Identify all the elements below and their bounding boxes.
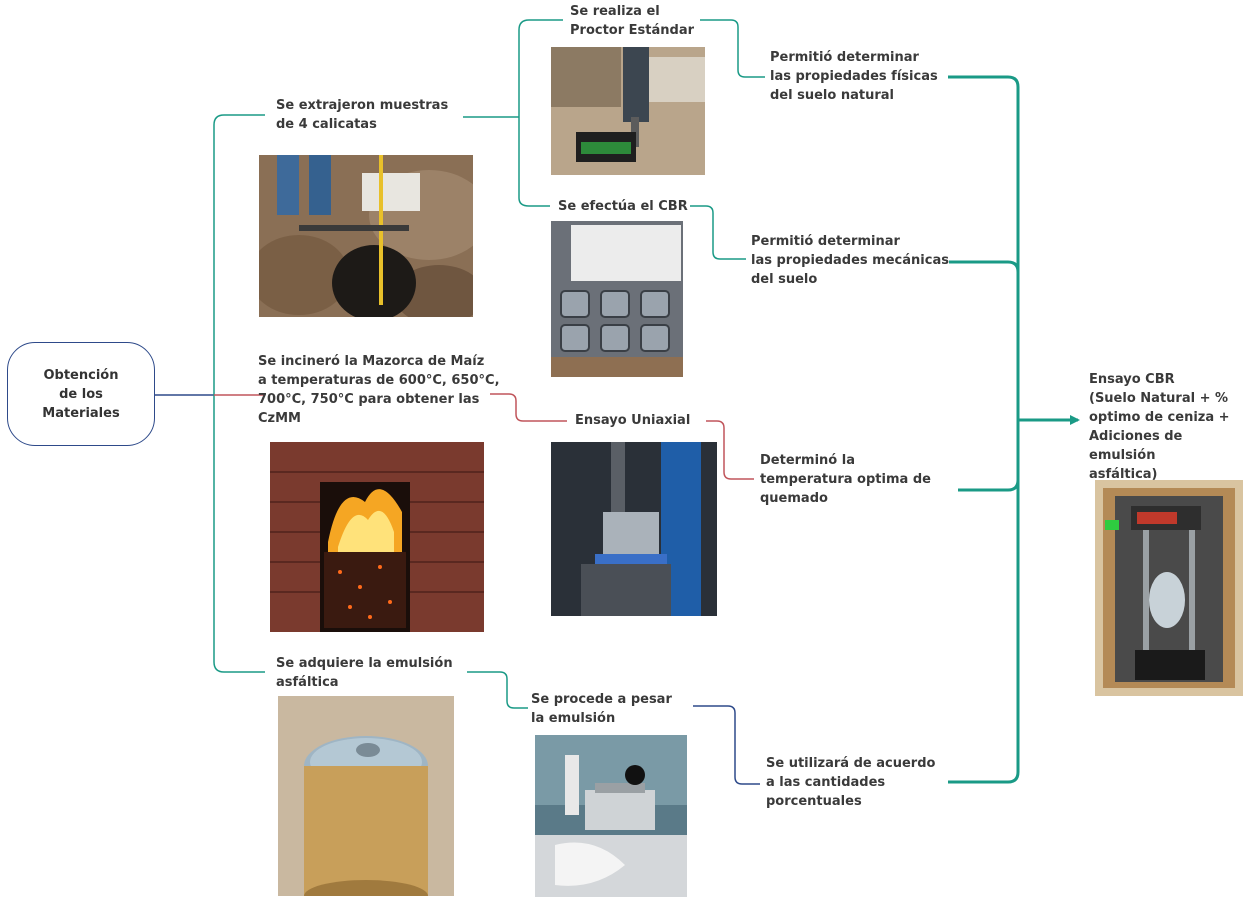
weigh-to-percent	[693, 705, 760, 785]
emulsion-to-weigh	[467, 671, 528, 709]
furnace-photo	[270, 442, 484, 632]
branch-extract-label: Se extrajeron muestras de 4 calicatas	[276, 98, 449, 132]
spine-emulsion	[213, 395, 265, 673]
spine-extract	[213, 114, 265, 395]
proctor-to-physical	[700, 19, 765, 78]
result-physical-label: Permitió determinar las propiedades físi…	[770, 50, 938, 103]
extract-to-steps	[463, 19, 563, 207]
root-node: Obtención de los Materiales	[7, 342, 155, 446]
step-cbr-label: Se efectúa el CBR	[558, 199, 688, 214]
cbr-molds-photo	[551, 221, 683, 377]
incinerate-to-uniaxial	[490, 393, 567, 422]
result-temperature-label: Determinó la temperatura optima de quema…	[760, 453, 931, 506]
branch-emulsion-label: Se adquiere la emulsión asfáltica	[276, 656, 453, 690]
weighing-scale-photo	[535, 735, 687, 897]
proctor-photo	[551, 47, 705, 175]
result-percent-label: Se utilizará de acuerdo a las cantidades…	[766, 756, 936, 809]
cbr-to-mechanical	[690, 205, 746, 260]
step-weigh-label: Se procede a pesar la emulsión	[531, 692, 672, 726]
step-uniaxial-label: Ensayo Uniaxial	[575, 413, 691, 428]
root-label: Obtención de los Materiales	[42, 367, 120, 421]
branch-incinerate-label: Se incineró la Mazorca de Maíz a tempera…	[258, 354, 500, 426]
emulsion-bucket-photo	[278, 696, 454, 896]
final-label: Ensayo CBR (Suelo Natural + % optimo de …	[1089, 372, 1230, 482]
uniaxial-to-temperature	[706, 420, 754, 480]
calicata-photo	[259, 155, 473, 317]
result-mechanical-label: Permitió determinar las propiedades mecá…	[751, 234, 949, 287]
cbr-machine-photo	[1095, 480, 1243, 696]
uniaxial-press-photo	[551, 442, 717, 616]
step-proctor-label: Se realiza el Proctor Estándar	[570, 4, 695, 38]
collector-bracket	[948, 75, 1020, 784]
